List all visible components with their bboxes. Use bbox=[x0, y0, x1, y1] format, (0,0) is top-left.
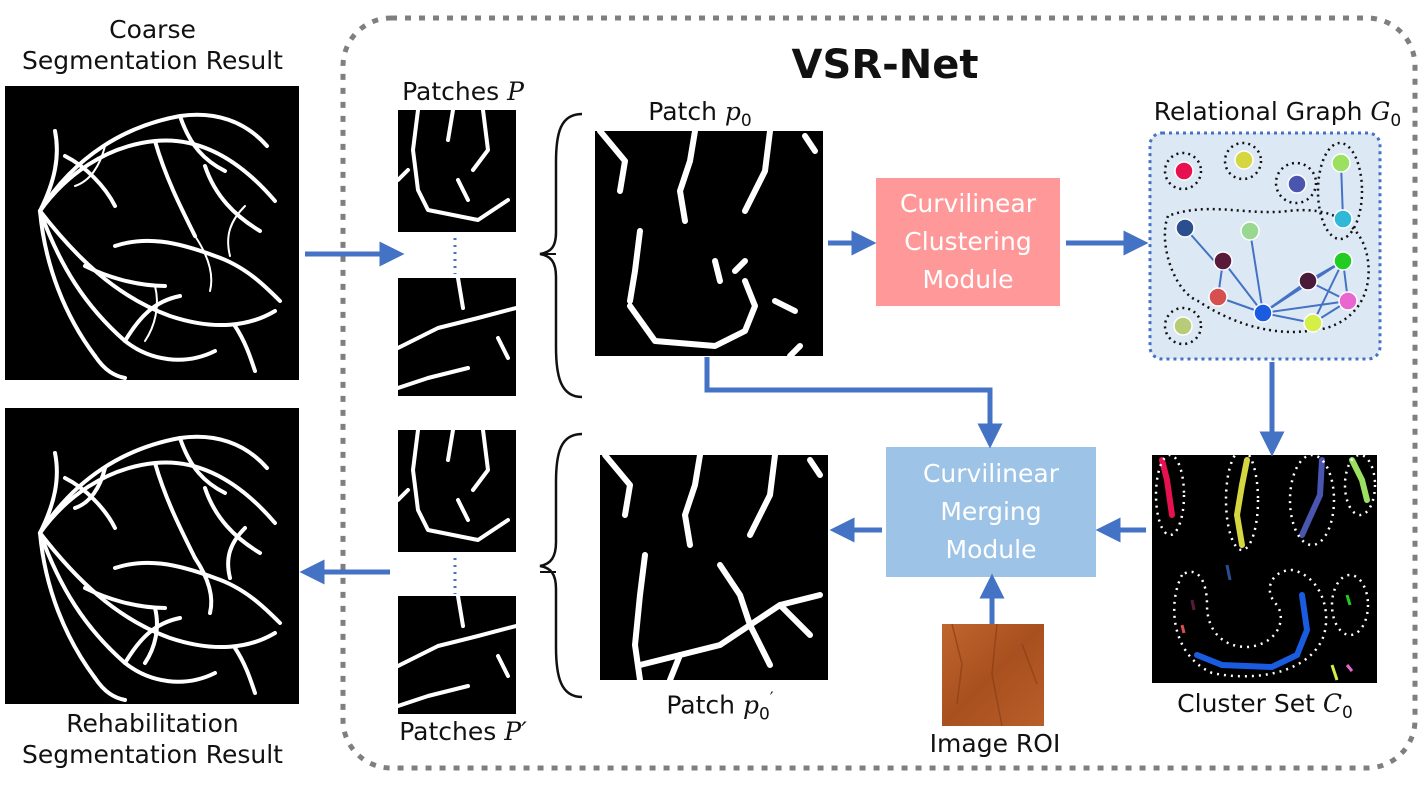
graph-node bbox=[1175, 218, 1195, 238]
graph-node bbox=[1234, 150, 1254, 170]
rehab-label-line1: Rehabilitation bbox=[66, 709, 239, 738]
cluster-set-symbol: C bbox=[1322, 689, 1342, 718]
clustering-line1: Curvilinear bbox=[899, 189, 1037, 218]
patch-p0-text: Patch bbox=[648, 97, 717, 126]
rehab-label-line2: Segmentation Result bbox=[22, 740, 283, 769]
patches-bottom-text: Patches bbox=[399, 717, 497, 746]
patch-p0-symbol: p bbox=[724, 97, 741, 126]
ellipsis-dots bbox=[453, 238, 457, 274]
cluster-set-sub: 0 bbox=[1342, 703, 1353, 723]
graph-node bbox=[1333, 251, 1353, 271]
relational-graph-sub: 0 bbox=[1390, 111, 1402, 131]
patch-p0-prime-text: Patch bbox=[666, 690, 735, 720]
relational-graph bbox=[1148, 131, 1382, 361]
patch-p0-prime-mark: ′ bbox=[769, 689, 774, 709]
patch-p0-prime-sub: 0 bbox=[758, 704, 770, 725]
patch-p0-label: Patch p0 bbox=[620, 96, 780, 137]
patch-p0-sub: 0 bbox=[740, 111, 752, 131]
patches-top-label: Patches P bbox=[388, 76, 538, 107]
graph-node bbox=[1213, 251, 1233, 271]
coarse-label: Coarse Segmentation Result bbox=[0, 14, 305, 76]
cluster-set-image bbox=[1152, 455, 1377, 683]
patch-p0-prime-image bbox=[600, 455, 828, 680]
image-roi bbox=[942, 623, 1044, 727]
curvilinear-merging-module: Curvilinear Merging Module bbox=[886, 447, 1096, 577]
graph-node bbox=[1208, 287, 1228, 307]
brace-bottom bbox=[539, 432, 583, 699]
graph-node bbox=[1174, 161, 1194, 181]
relational-graph-symbol: G bbox=[1370, 97, 1391, 126]
graph-node bbox=[1333, 209, 1353, 229]
merging-line3: Module bbox=[945, 535, 1037, 564]
patch-thumb-bottom-2 bbox=[398, 596, 516, 714]
merging-line2: Merging bbox=[940, 497, 1042, 526]
curvilinear-clustering-module: Curvilinear Clustering Module bbox=[876, 178, 1060, 306]
diagram-title: VSR-Net bbox=[791, 42, 979, 88]
cluster-set-label: Cluster Set C0 bbox=[1150, 688, 1380, 729]
patch-p0-prime-label: Patch p0′ bbox=[640, 684, 800, 730]
clustering-line2: Clustering bbox=[904, 227, 1032, 256]
patch-thumb-top-2 bbox=[398, 278, 516, 396]
graph-node bbox=[1298, 271, 1318, 291]
rehab-label: Rehabilitation Segmentation Result bbox=[0, 708, 305, 770]
graph-node bbox=[1338, 291, 1358, 311]
clustering-line3: Module bbox=[922, 265, 1014, 294]
rehab-segmentation-image bbox=[5, 408, 299, 704]
graph-node bbox=[1331, 153, 1351, 173]
graph-node bbox=[1173, 316, 1193, 336]
image-roi-label: Image ROI bbox=[929, 729, 1061, 758]
ellipsis-dots-bottom bbox=[453, 558, 457, 594]
relational-graph-text: Relational Graph bbox=[1153, 97, 1363, 126]
graph-node bbox=[1287, 174, 1307, 194]
patches-top-symbol: P bbox=[507, 77, 524, 106]
coarse-segmentation-image bbox=[5, 86, 299, 380]
coarse-label-line2: Segmentation Result bbox=[22, 46, 283, 75]
patch-thumb-top-1 bbox=[398, 110, 516, 232]
graph-node bbox=[1303, 313, 1323, 333]
cluster-set-text: Cluster Set bbox=[1177, 689, 1315, 718]
patches-bottom-label: Patches P′ bbox=[388, 716, 538, 747]
patch-p0-prime-symbol: p bbox=[742, 690, 759, 720]
patch-thumb-bottom-1 bbox=[398, 430, 516, 552]
coarse-label-line1: Coarse bbox=[109, 15, 196, 44]
graph-node bbox=[1253, 303, 1273, 323]
patch-p0-image bbox=[595, 131, 823, 356]
arrow-patch-to-merging bbox=[704, 357, 1003, 449]
relational-graph-label: Relational Graph G0 bbox=[1135, 96, 1420, 137]
graph-node bbox=[1240, 221, 1260, 241]
merging-line1: Curvilinear bbox=[922, 459, 1060, 488]
patches-top-text: Patches bbox=[402, 77, 500, 106]
patches-bottom-symbol: P′ bbox=[504, 717, 527, 746]
